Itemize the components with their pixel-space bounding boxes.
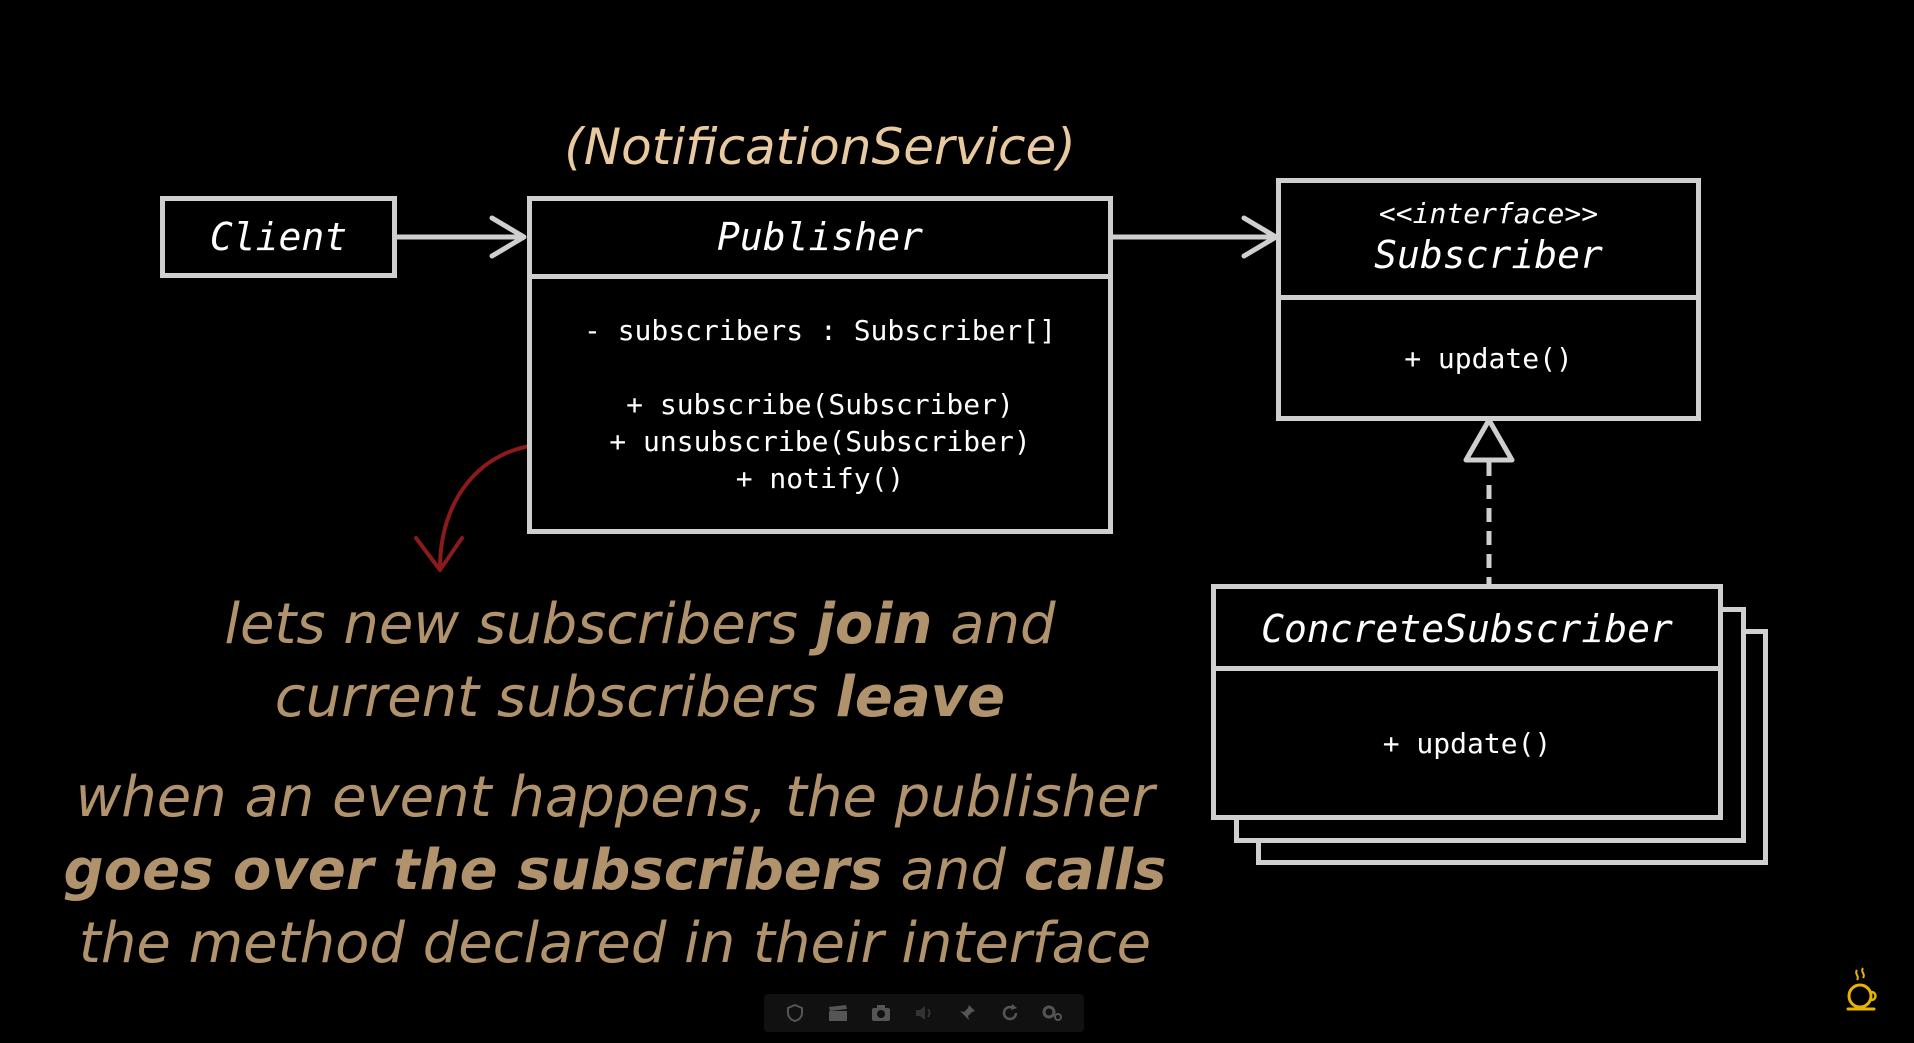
caption-join-leave-line2: current subscribers leave	[100, 665, 1180, 730]
subscriber-method-update: + update()	[1404, 342, 1573, 375]
coffee-cup-icon	[1846, 967, 1877, 1011]
client-title: Client	[209, 215, 348, 259]
camera-icon[interactable]	[870, 1002, 892, 1024]
settings-icon[interactable]	[1041, 1002, 1063, 1024]
volume-icon[interactable]	[913, 1002, 935, 1024]
publisher-box: Publisher - subscribers : Subscriber[] +…	[527, 196, 1113, 534]
caption2-bold-goes-over: goes over the subscribers	[63, 838, 883, 903]
concrete-subscriber-title: ConcreteSubscriber	[1261, 607, 1673, 651]
subscriber-stereotype: <<interface>>	[1378, 197, 1599, 230]
client-publisher-arrow	[393, 215, 527, 259]
shield-icon[interactable]	[784, 1002, 806, 1024]
concrete-subscriber-method-update: + update()	[1382, 727, 1552, 760]
publisher-divider	[532, 274, 1108, 279]
concrete-subscriber-divider	[1216, 666, 1718, 671]
caption-notify-line1: when an event happens, the publisher	[75, 765, 1155, 830]
caption1-text-d: current subscribers	[274, 665, 836, 730]
caption2-bold-calls: calls	[1023, 838, 1167, 903]
concrete-subscriber-box: ConcreteSubscriber + update()	[1211, 584, 1723, 820]
publisher-annotation: (NotificationService)	[564, 118, 1076, 176]
publisher-field: - subscribers : Subscriber[]	[583, 314, 1056, 347]
pin-icon[interactable]	[956, 1002, 978, 1024]
publisher-subscriber-arrow	[1110, 215, 1279, 259]
subscriber-title: Subscriber	[1374, 233, 1603, 277]
publisher-title: Publisher	[717, 215, 923, 259]
caption1-bold-join: join	[815, 592, 933, 657]
caption-join-leave-line1: lets new subscribers join and	[100, 592, 1180, 657]
subscriber-interface-box: <<interface>> Subscriber + update()	[1276, 178, 1701, 421]
clapper-icon[interactable]	[827, 1002, 849, 1024]
client-box: Client	[160, 196, 397, 278]
caption1-text-a: lets new subscribers	[224, 592, 816, 657]
caption1-bold-leave: leave	[835, 665, 1006, 730]
caption2-text-and: and	[882, 838, 1024, 903]
publisher-method-notify: + notify()	[735, 462, 905, 495]
subscriber-divider	[1281, 295, 1696, 300]
callout-arrow	[414, 442, 547, 572]
publisher-method-unsubscribe: + unsubscribe(Subscriber)	[609, 425, 1031, 458]
realization-arrow	[1463, 417, 1515, 585]
refresh-icon[interactable]	[999, 1002, 1021, 1024]
caption-notify-line3: the method declared in their interface	[78, 911, 1152, 976]
publisher-method-subscribe: + subscribe(Subscriber)	[626, 388, 1014, 421]
player-toolbar	[764, 994, 1084, 1032]
caption-notify-line2: goes over the subscribers and calls	[60, 838, 1170, 903]
caption1-text-c: and	[932, 592, 1056, 657]
